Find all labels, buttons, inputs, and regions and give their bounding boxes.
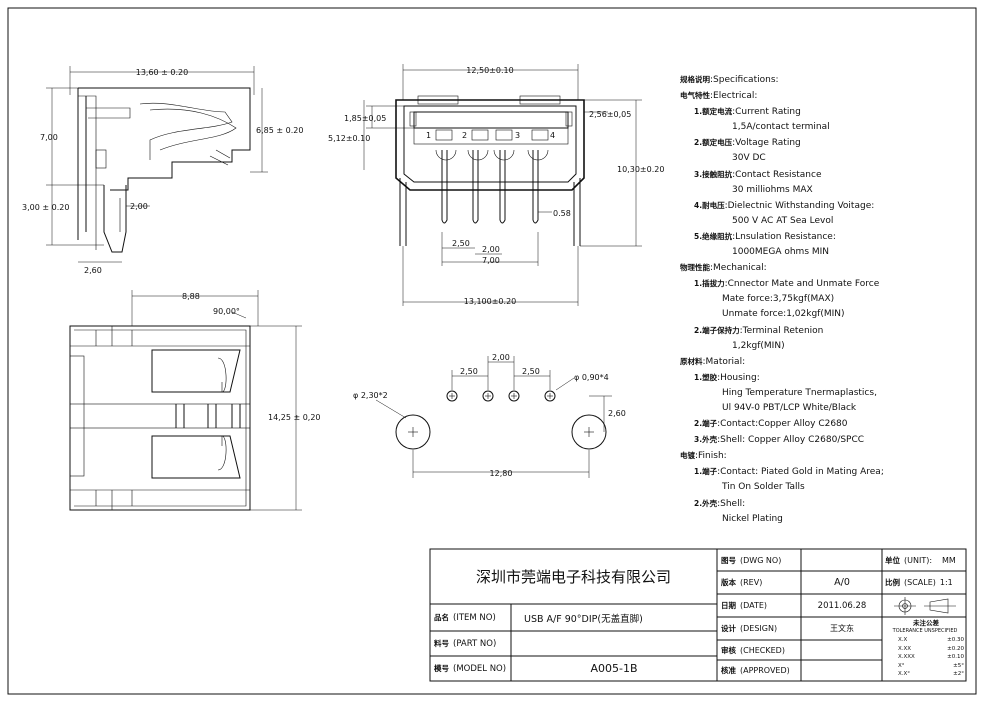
spec-electrical: 电气特性:Electrical: bbox=[680, 91, 758, 102]
front-view: 12,50±0.10 1 2 3 4 1,85±0,05 bbox=[328, 64, 664, 306]
spec-mechanical: 物理性能:Mechanical: bbox=[680, 263, 767, 274]
spec-dielectric-value: 500 V AC AT Sea Levol bbox=[732, 215, 834, 226]
dim-side-pin-offset: 2,60 bbox=[84, 266, 102, 275]
spec-insulation-value: 1000MEGA ohms MIN bbox=[732, 247, 830, 258]
spec-unmate-force-value: Unmate force:1,02kgf(MIN) bbox=[722, 309, 845, 320]
date-value: 2011.06.28 bbox=[817, 600, 867, 611]
dim-pcb-peg-offset: 2,60 bbox=[608, 409, 626, 418]
spec-contact-finish-value: Tin On Solder Talls bbox=[722, 482, 805, 493]
title-block-grid bbox=[429, 548, 967, 682]
pin-label-4: 4 bbox=[550, 131, 555, 140]
part-value bbox=[520, 631, 712, 656]
item-label: 品名(ITEM NO) bbox=[434, 612, 496, 623]
sheet-border bbox=[7, 7, 977, 695]
spec-housing: 1.塑胶:Housing: bbox=[694, 372, 760, 383]
model-value: A005-1B bbox=[590, 662, 638, 675]
dim-pcb-pitch-b: 2,00 bbox=[492, 353, 510, 362]
pin-label-3: 3 bbox=[515, 131, 520, 140]
dim-pcb-pitch-a: 2,50 bbox=[460, 367, 478, 376]
tolerance-table: X.X±0.30 X.XX±0.20 X.XXX±0.10 X°±5° X.X°… bbox=[898, 636, 964, 679]
spec-contact-material: 2.端子:Contact:Copper Alloy C2680 bbox=[694, 419, 848, 430]
spec-mate-force-value: Mate force:3,75kgf(MAX) bbox=[722, 294, 835, 305]
date-label: 日期(DATE) bbox=[721, 601, 768, 610]
model-label: 模号(MODEL NO) bbox=[434, 663, 507, 674]
dim-front-pin-width: 0.58 bbox=[553, 209, 571, 218]
spec-current-rating: 1.额定电流:Current Rating bbox=[694, 107, 801, 118]
spec-heading: 规格说明:Specifications: bbox=[680, 75, 779, 85]
spec-finish: 电镀:Finish: bbox=[680, 451, 727, 462]
dim-side-pin: 2,00 bbox=[130, 202, 148, 211]
dim-pcb-peg-dia: φ 2,30*2 bbox=[353, 391, 388, 400]
dim-side-tail: 3,00 ± 0.20 bbox=[22, 203, 69, 212]
spec-contact-finish: 1.端子:Contact: Piated Gold in Mating Area… bbox=[694, 467, 884, 478]
tolerance-row: X.X±0.30 bbox=[898, 637, 964, 643]
tolerance-row: X.XXX±0.10 bbox=[898, 654, 964, 660]
company-name: 深圳市莞端电子科技有限公司 bbox=[475, 568, 671, 586]
spec-current-value: 1,5A/contact terminal bbox=[732, 122, 830, 133]
dim-pin-span: 7,00 bbox=[482, 256, 500, 265]
dwg-value bbox=[802, 549, 882, 571]
rev-label: 版本(REV) bbox=[721, 578, 763, 587]
dim-top-depth: 8,88 bbox=[182, 292, 200, 301]
design-value: 王文东 bbox=[830, 624, 854, 633]
dim-pin-center: 2,00 bbox=[482, 245, 500, 254]
spec-voltage-rating: 2.额定电压:Voltage Rating bbox=[694, 138, 801, 149]
spec-housing-value-1: Hing Temperature Tnermaplastics, bbox=[722, 387, 877, 398]
dim-front-width: 12,50±0.10 bbox=[466, 66, 513, 75]
spec-contact-resistance: 3.接触阻抗:Contact Resistance bbox=[694, 169, 822, 180]
spec-housing-value-2: Ul 94V-0 PBT/LCP White/Black bbox=[722, 402, 857, 413]
checked-label: 审核(CHECKED) bbox=[721, 645, 785, 655]
unit-field: 单位(UNIT):MM bbox=[885, 555, 956, 565]
spec-shell-finish-value: Nickel Plating bbox=[722, 513, 783, 524]
dim-front-total: 13,100±0.20 bbox=[464, 297, 517, 306]
dwg-label: 图号(DWG NO) bbox=[721, 555, 782, 565]
tolerance-title-cn: 未注公差 bbox=[913, 619, 939, 627]
spec-terminal-retention-value: 1,2kgf(MIN) bbox=[732, 340, 785, 351]
checked-value bbox=[802, 640, 882, 660]
spec-voltage-value: 30V DC bbox=[732, 153, 766, 164]
pcb-layout: 2,00 2,50 2,50 φ 0,90*4 φ 2,30*2 2,60 12… bbox=[353, 353, 626, 478]
dim-front-side-gap: 2,56±0,05 bbox=[589, 110, 631, 119]
item-value: USB A/F 90°DIP(无盖直脚) bbox=[524, 613, 643, 625]
dim-pcb-peg-span: 12,80 bbox=[490, 469, 513, 478]
dim-top-angle: 90,00° bbox=[213, 307, 240, 316]
dim-pcb-pin-dia: φ 0,90*4 bbox=[574, 373, 609, 382]
spec-insulation: 5.绝缘阻抗:Lnsulation Resistance: bbox=[694, 231, 836, 242]
dim-front-height: 10,30±0.20 bbox=[617, 165, 664, 174]
top-view: 8,88 90,00° 14,25 ± 0,20 bbox=[69, 290, 321, 511]
dim-side-body: 6,85 ± 0.20 bbox=[256, 126, 303, 135]
tolerance-row: X.XX±0.20 bbox=[898, 645, 964, 652]
tolerance-row: X°±5° bbox=[898, 662, 964, 669]
spec-shell-finish: 2.外壳:Shell: bbox=[694, 498, 746, 509]
spec-material: 原材料:Matorial: bbox=[680, 356, 746, 367]
specifications-block: 规格说明:Specifications: 电气特性:Electrical: 1.… bbox=[680, 72, 940, 527]
spec-shell-material: 3.外壳:Shell: Copper Alloy C2680/SPCC bbox=[694, 435, 865, 446]
approved-value bbox=[802, 660, 882, 681]
spec-contact-resistance-value: 30 milliohms MAX bbox=[732, 184, 813, 195]
approved-label: 核准(APPROVED) bbox=[721, 666, 790, 675]
part-label: 料号(PART NO) bbox=[434, 638, 497, 649]
tolerance-title-en: TOLERANCE UNSPECIFIED bbox=[892, 627, 958, 634]
pin-label-1: 1 bbox=[426, 131, 431, 140]
spec-mate-force: 1.插拔力:Cnnector Mate and Unmate Force bbox=[694, 279, 880, 290]
dim-pin-pitch: 2,50 bbox=[452, 239, 470, 248]
tolerance-row: X.X°±2° bbox=[898, 671, 964, 677]
dim-side-height: 7,00 bbox=[40, 133, 58, 142]
spec-terminal-retention: 2.端子保持力:Terminal Retenion bbox=[694, 325, 824, 336]
dim-side-width: 13,60 ± 0.20 bbox=[136, 68, 189, 77]
dim-front-top-gap: 1,85±0,05 bbox=[344, 114, 386, 123]
rev-value: A/0 bbox=[834, 577, 850, 588]
dim-top-width: 14,25 ± 0,20 bbox=[268, 413, 321, 422]
spec-dielectric: 4.耐电压:Dielectnic Withstanding Voitage: bbox=[694, 200, 875, 211]
design-label: 设计(DESIGN) bbox=[721, 624, 778, 633]
dim-front-tongue: 5,12±0.10 bbox=[328, 134, 370, 143]
dim-pcb-pitch-c: 2,50 bbox=[522, 367, 540, 376]
scale-field: 比例(SCALE)1:1 bbox=[885, 578, 953, 587]
side-view: 13,60 ± 0.20 7,00 3,00 ± 0.20 6,85 ± 0.2… bbox=[22, 66, 303, 275]
pin-label-2: 2 bbox=[462, 131, 467, 140]
